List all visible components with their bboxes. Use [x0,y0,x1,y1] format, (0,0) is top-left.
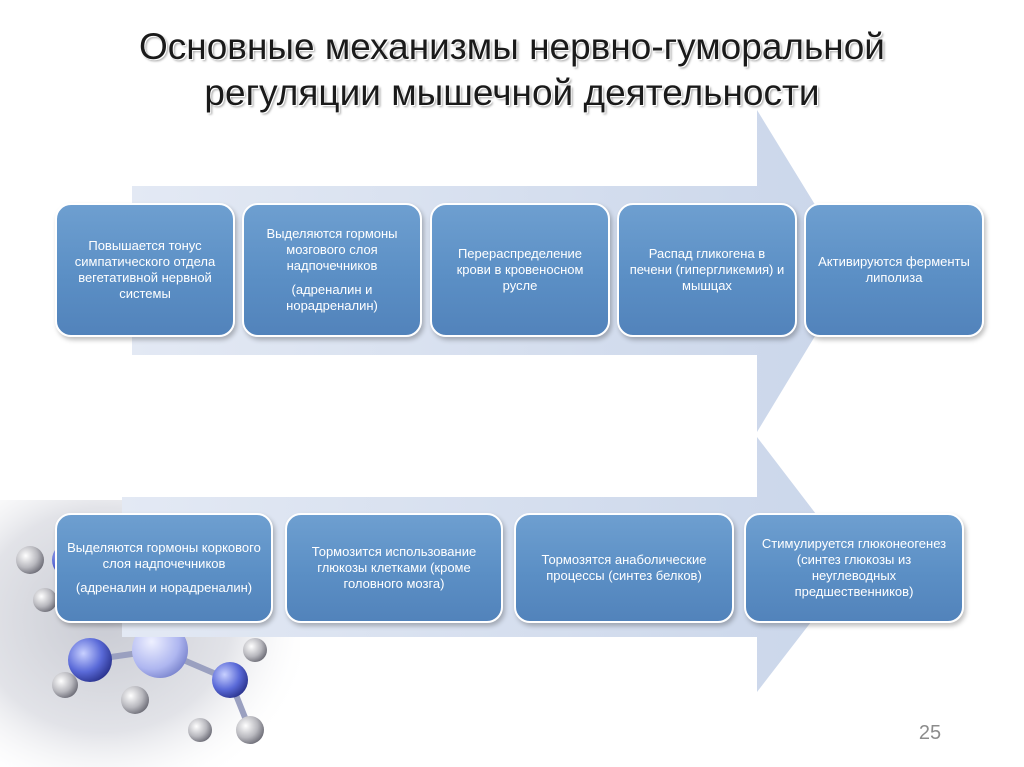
step-box-7: Тормозится использование глюкозы клеткам… [285,513,503,623]
step-box-3: Перераспределение крови в кровеносном ру… [430,203,610,337]
step-box-9-text: Стимулируется глюконеогенез (синтез глюк… [761,536,947,599]
title-line-2: регуляции мышечной деятельности [204,72,820,113]
step-box-2-text: Выделяются гормоны мозгового слоя надпоч… [266,226,398,273]
step-box-2: Выделяются гормоны мозгового слоя надпоч… [242,203,422,337]
step-box-6-subtext: (адреналин и норадреналин) [75,580,253,595]
step-box-3-text: Перераспределение крови в кровеносном ру… [456,246,584,293]
step-box-5: Активируются ферменты липолиза [804,203,984,337]
step-box-4: Распад гликогена в печени (гипергликемия… [617,203,797,337]
page-number: 25 [918,722,942,744]
step-box-1: Повышается тонус симпатического отдела в… [55,203,235,337]
step-box-6-text: Выделяются гормоны коркового слоя надпоч… [67,540,261,571]
step-box-5-text: Активируются ферменты липолиза [818,254,970,285]
step-box-1-text: Повышается тонус симпатического отдела в… [74,238,216,301]
step-box-4-text: Распад гликогена в печени (гипергликемия… [629,246,785,293]
title-line-1: Основные механизмы нервно-гуморальной [139,26,885,67]
step-box-8-text: Тормозятся анаболические процессы (синте… [541,552,707,583]
step-box-9: Стимулируется глюконеогенез (синтез глюк… [744,513,964,623]
step-box-7-text: Тормозится использование глюкозы клеткам… [311,544,477,591]
step-box-6: Выделяются гормоны коркового слоя надпоч… [55,513,273,623]
step-box-2-subtext: (адреналин и норадреналин) [286,282,378,313]
slide-title: Основные механизмы нервно-гуморальной ре… [0,24,1024,116]
step-box-8: Тормозятся анаболические процессы (синте… [514,513,734,623]
